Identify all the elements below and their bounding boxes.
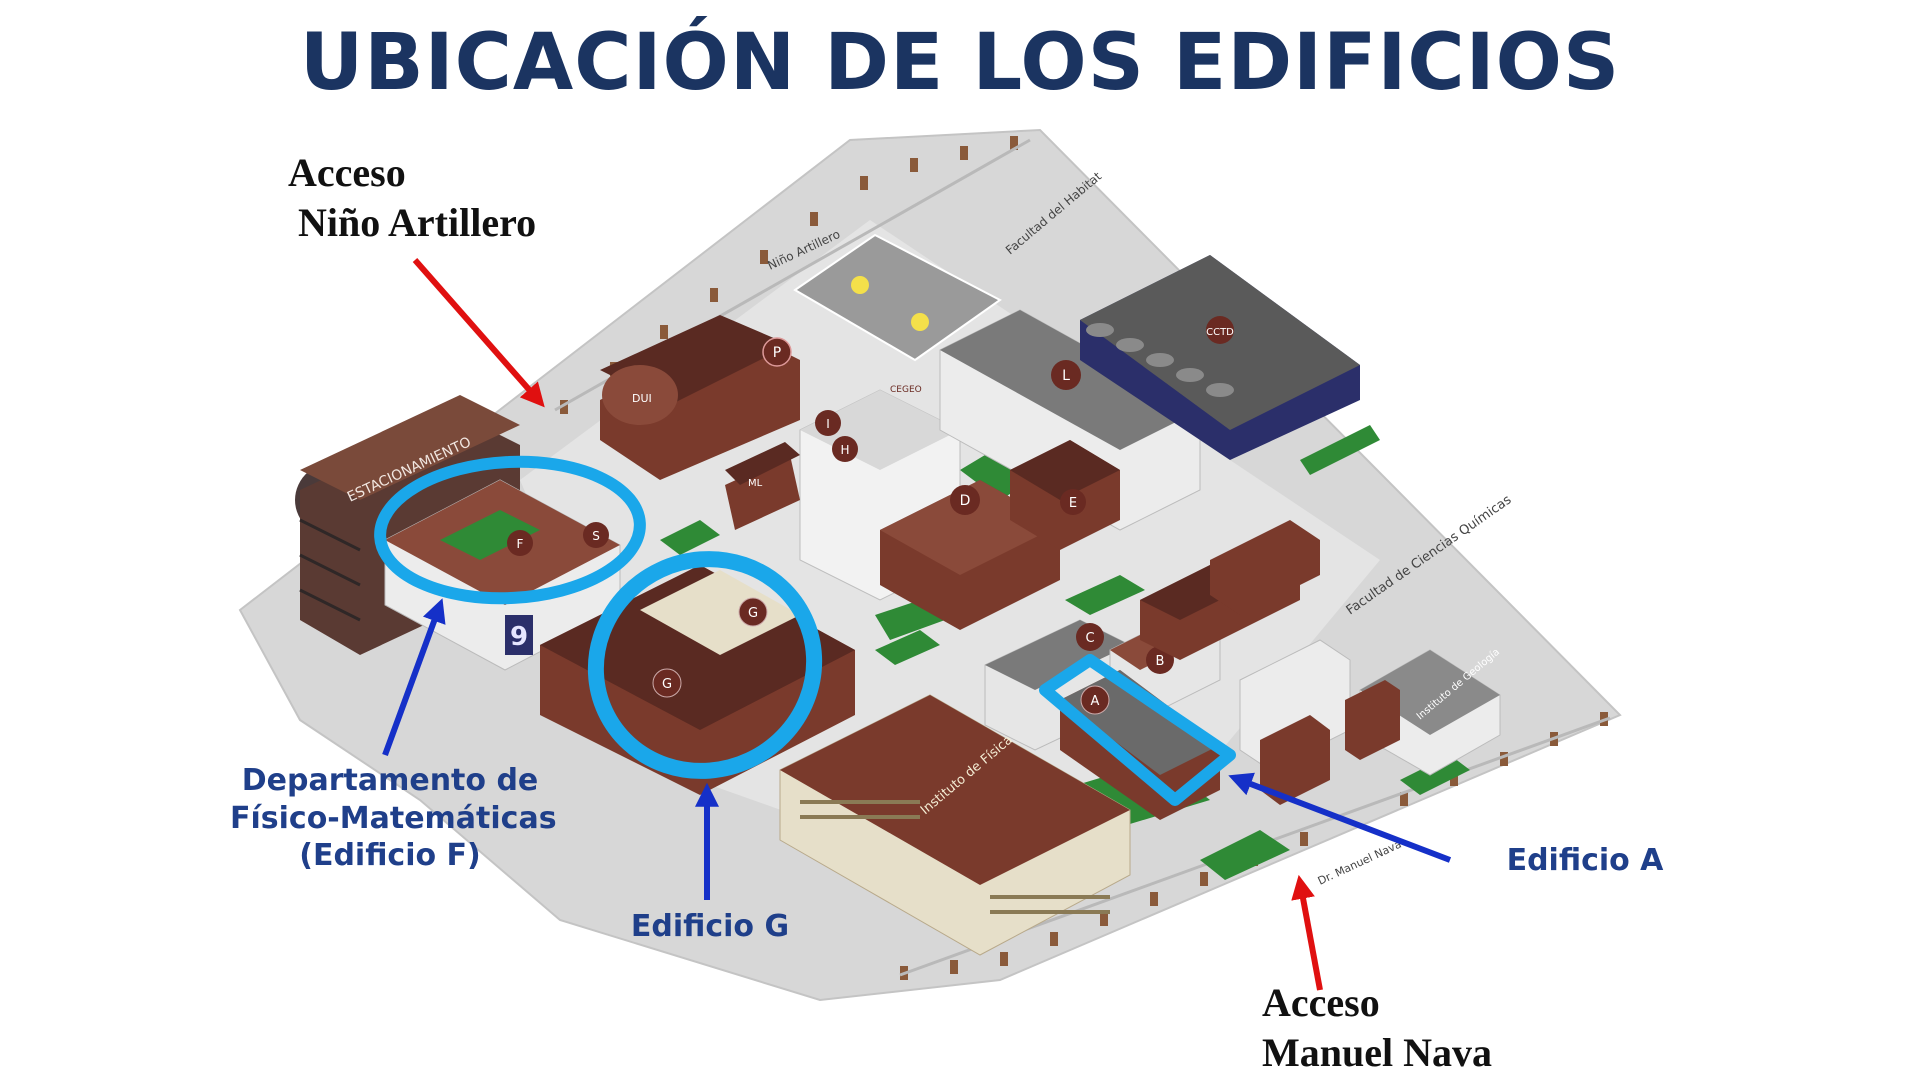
label-edificio-a: Edificio A <box>1480 842 1690 880</box>
court-center-2 <box>911 313 929 331</box>
building-instituto-geologia: Instituto de Geología <box>1345 646 1502 776</box>
cegeo-label: CEGEO <box>890 385 922 395</box>
letter-s: S <box>592 529 600 543</box>
letter-ml: ML <box>748 478 763 489</box>
access-nava-line1: Acceso <box>1262 980 1380 1025</box>
street-manuel-nava: Dr. Manuel Nava <box>1316 838 1404 888</box>
highlight-ring-edificio-g <box>587 551 823 779</box>
label-edificio-a-text: Edificio A <box>1506 843 1664 878</box>
arrow-edificio-f <box>382 598 446 757</box>
label-depto-line2: Físico-Matemáticas <box>230 800 557 836</box>
access-manuel-nava: Acceso Manuel Nava <box>1262 978 1492 1078</box>
letter-e: E <box>1069 496 1077 511</box>
label-depto-line3: (Edificio F) <box>299 838 481 873</box>
letter-d: D <box>960 493 971 509</box>
building-e: E <box>1010 440 1120 550</box>
arrow-manuel-nava <box>1291 874 1323 991</box>
access-nino-line1: Acceso <box>288 150 406 195</box>
label-edificio-g-text: Edificio G <box>630 909 790 944</box>
highlight-ring-edificio-f <box>374 455 646 605</box>
access-nino-line2: Niño Artillero <box>298 200 537 245</box>
letter-h: H <box>840 443 849 457</box>
letter-c: C <box>1085 631 1094 646</box>
letter-g-1: G <box>748 606 758 621</box>
access-nava-line2: Manuel Nava <box>1262 1030 1492 1075</box>
building-p: P DUI <box>600 315 800 480</box>
letter-a: A <box>1091 694 1100 709</box>
letter-i: I <box>826 417 830 431</box>
building-row-right <box>1140 520 1351 805</box>
building-instituto-fisica: Instituto de Física <box>779 694 1131 956</box>
letter-l: L <box>1062 368 1070 384</box>
letter-p: P <box>773 345 781 361</box>
building-l: L <box>939 309 1201 531</box>
highlight-ring-edificio-a <box>1039 654 1236 806</box>
letter-b: B <box>1156 654 1165 669</box>
label-depto-line1: Departamento de <box>241 763 539 798</box>
dui-label: DUI <box>632 392 652 405</box>
letter-f: F <box>517 537 524 551</box>
page-title: UBICACIÓN DE LOS EDIFICIOS <box>299 18 1621 108</box>
access-nino-artillero: Acceso Niño Artillero <box>288 148 536 248</box>
court-center-1 <box>851 276 869 294</box>
label-departamento: Departamento de Físico-Matemáticas (Edif… <box>230 762 557 875</box>
building-a: A <box>1060 670 1220 820</box>
cctd-label: CCTD <box>1206 327 1234 338</box>
letter-nine: 9 <box>510 622 528 652</box>
building-ml: ML <box>725 442 800 530</box>
arrow-nino-artillero <box>412 258 545 408</box>
label-edificio-g: Edificio G <box>600 908 820 946</box>
building-cctd: CCTD <box>1080 255 1360 460</box>
letter-g-2: G <box>662 677 672 692</box>
basketball-court <box>793 233 1002 362</box>
arrow-edificio-a <box>1228 772 1452 863</box>
